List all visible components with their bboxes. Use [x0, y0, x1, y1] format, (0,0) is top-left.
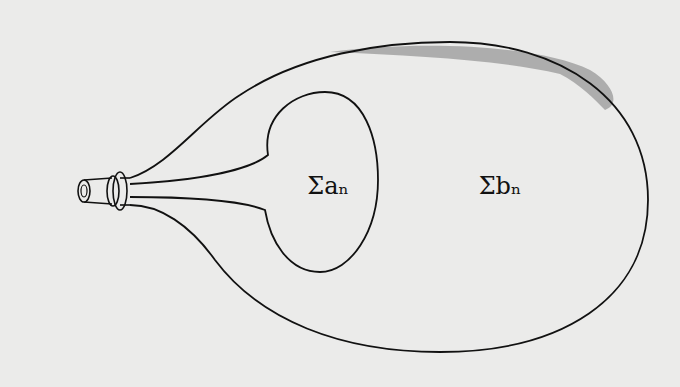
neck-line [120, 177, 130, 179]
nozzle-opening [81, 185, 87, 197]
nozzle-tube [84, 202, 112, 204]
nozzle-opening [78, 180, 90, 202]
outer-balloon: Σbₙ Σaₙ [110, 40, 655, 358]
inner-balloon: Σaₙ [128, 85, 385, 280]
nozzle-tube [84, 178, 112, 180]
highlight-streak [330, 46, 613, 110]
series-label: Σaₙ [307, 172, 349, 201]
balloon-outline [130, 92, 378, 272]
series-label: Σbₙ [479, 172, 522, 201]
balloon-outline [130, 42, 648, 352]
neck-line [120, 204, 130, 206]
